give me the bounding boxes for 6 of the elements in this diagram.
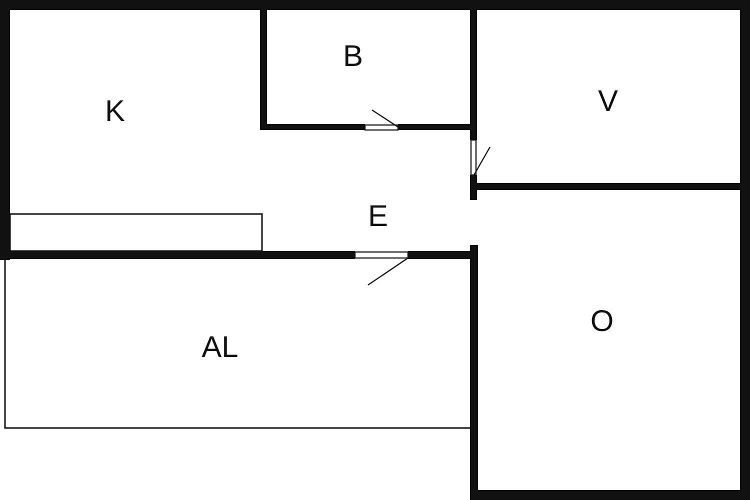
room-label: K [105,97,125,127]
room-label: AL [202,333,238,363]
room-label: O [590,307,614,337]
room-label: V [598,87,618,117]
room-label: E [368,202,388,232]
room-label: B [343,42,363,72]
